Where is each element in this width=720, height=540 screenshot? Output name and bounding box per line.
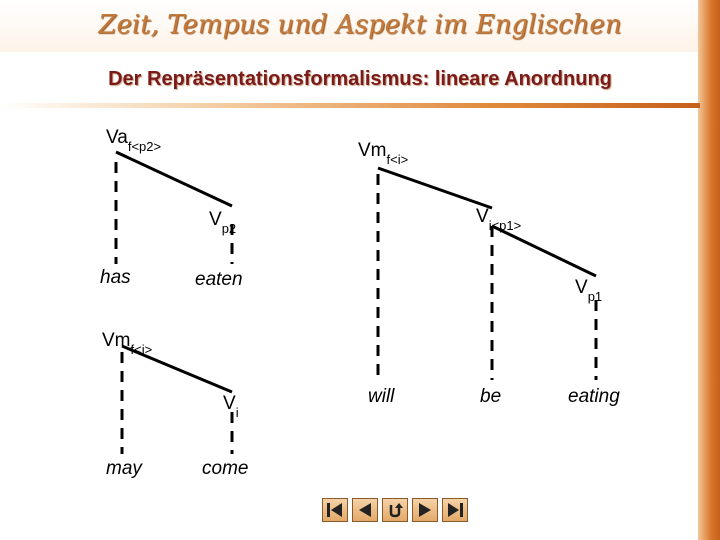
leaf-may: may: [106, 458, 142, 479]
leaf-be: be: [480, 386, 502, 407]
branch-va-to-vp2: [115, 150, 233, 208]
header-band: [0, 0, 698, 52]
node-label: V: [476, 206, 489, 227]
node-vm-f-i-bottom: Vmf<i>: [102, 330, 152, 356]
node-subscript: i<p1>: [488, 218, 522, 233]
slide-title: Der Repräsentationsformalismus: lineare …: [108, 68, 612, 90]
branch-vm-to-vip1: [377, 166, 493, 210]
title-underline: [0, 103, 700, 108]
leaf-will: will: [368, 386, 395, 407]
previous-slide-button[interactable]: [352, 498, 378, 522]
node-label: Vm: [102, 330, 131, 351]
decorative-side-bar: [698, 0, 720, 540]
node-vm-f-i-top: Vmf<i>: [358, 140, 408, 166]
node-subscript: i: [235, 405, 239, 420]
return-button[interactable]: [382, 498, 408, 522]
slide-navigation: [322, 498, 472, 524]
node-subscript: f<p2>: [127, 139, 162, 154]
first-slide-button[interactable]: [322, 498, 348, 522]
node-label: V: [223, 393, 236, 414]
next-slide-button[interactable]: [412, 498, 438, 522]
node-subscript: f<i>: [130, 342, 153, 357]
node-subscript: p1: [587, 289, 603, 304]
leaf-eaten: eaten: [195, 269, 243, 290]
leaf-has: has: [100, 267, 131, 288]
node-v-p2: Vp2: [209, 209, 236, 235]
node-label: Va: [106, 127, 128, 148]
node-v-i-p1: Vi<p1>: [476, 206, 521, 232]
node-subscript: p2: [221, 221, 237, 236]
leaf-come: come: [202, 458, 249, 479]
node-subscript: f<i>: [386, 152, 409, 167]
branch-vip1-to-vp1: [491, 224, 597, 278]
last-slide-button[interactable]: [442, 498, 468, 522]
node-v-i: Vi: [223, 393, 239, 419]
node-label: V: [209, 209, 222, 230]
skip-forward-icon: [448, 503, 463, 517]
return-icon: [389, 503, 403, 518]
node-va-f-p2: Vaf<p2>: [106, 127, 161, 153]
branch-vm2-to-vi: [121, 344, 233, 394]
arrow-right-icon: [419, 503, 431, 517]
skip-back-icon: [327, 503, 342, 517]
node-label: Vm: [358, 140, 387, 161]
node-v-p1: Vp1: [575, 277, 602, 303]
arrow-left-icon: [359, 503, 371, 517]
node-label: V: [575, 277, 588, 298]
leaf-eating: eating: [568, 386, 620, 407]
presentation-title: Zeit, Tempus und Aspekt im Englischen: [98, 10, 622, 40]
